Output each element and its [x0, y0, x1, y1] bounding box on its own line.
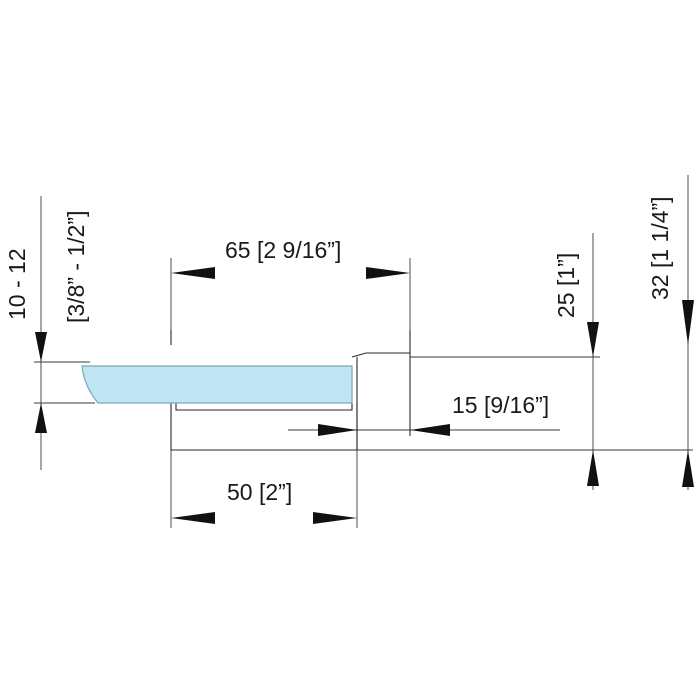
glass-panel — [81, 365, 353, 404]
dim-label-32: 32 [1 1/4”] — [647, 196, 673, 300]
dim-label-3-8-1-2: [3/8” - 1/2”] — [63, 211, 89, 323]
dim-label-15: 15 [9/16”] — [452, 392, 549, 418]
dimension-arrows — [35, 267, 694, 524]
dim-label-50: 50 [2”] — [227, 479, 292, 505]
dim-label-25: 25 [1”] — [553, 253, 579, 318]
dim-label-65: 65 [2 9/16”] — [225, 237, 341, 263]
dim-label-10-12: 10 - 12 — [4, 248, 30, 320]
clamp-body — [170, 330, 411, 451]
